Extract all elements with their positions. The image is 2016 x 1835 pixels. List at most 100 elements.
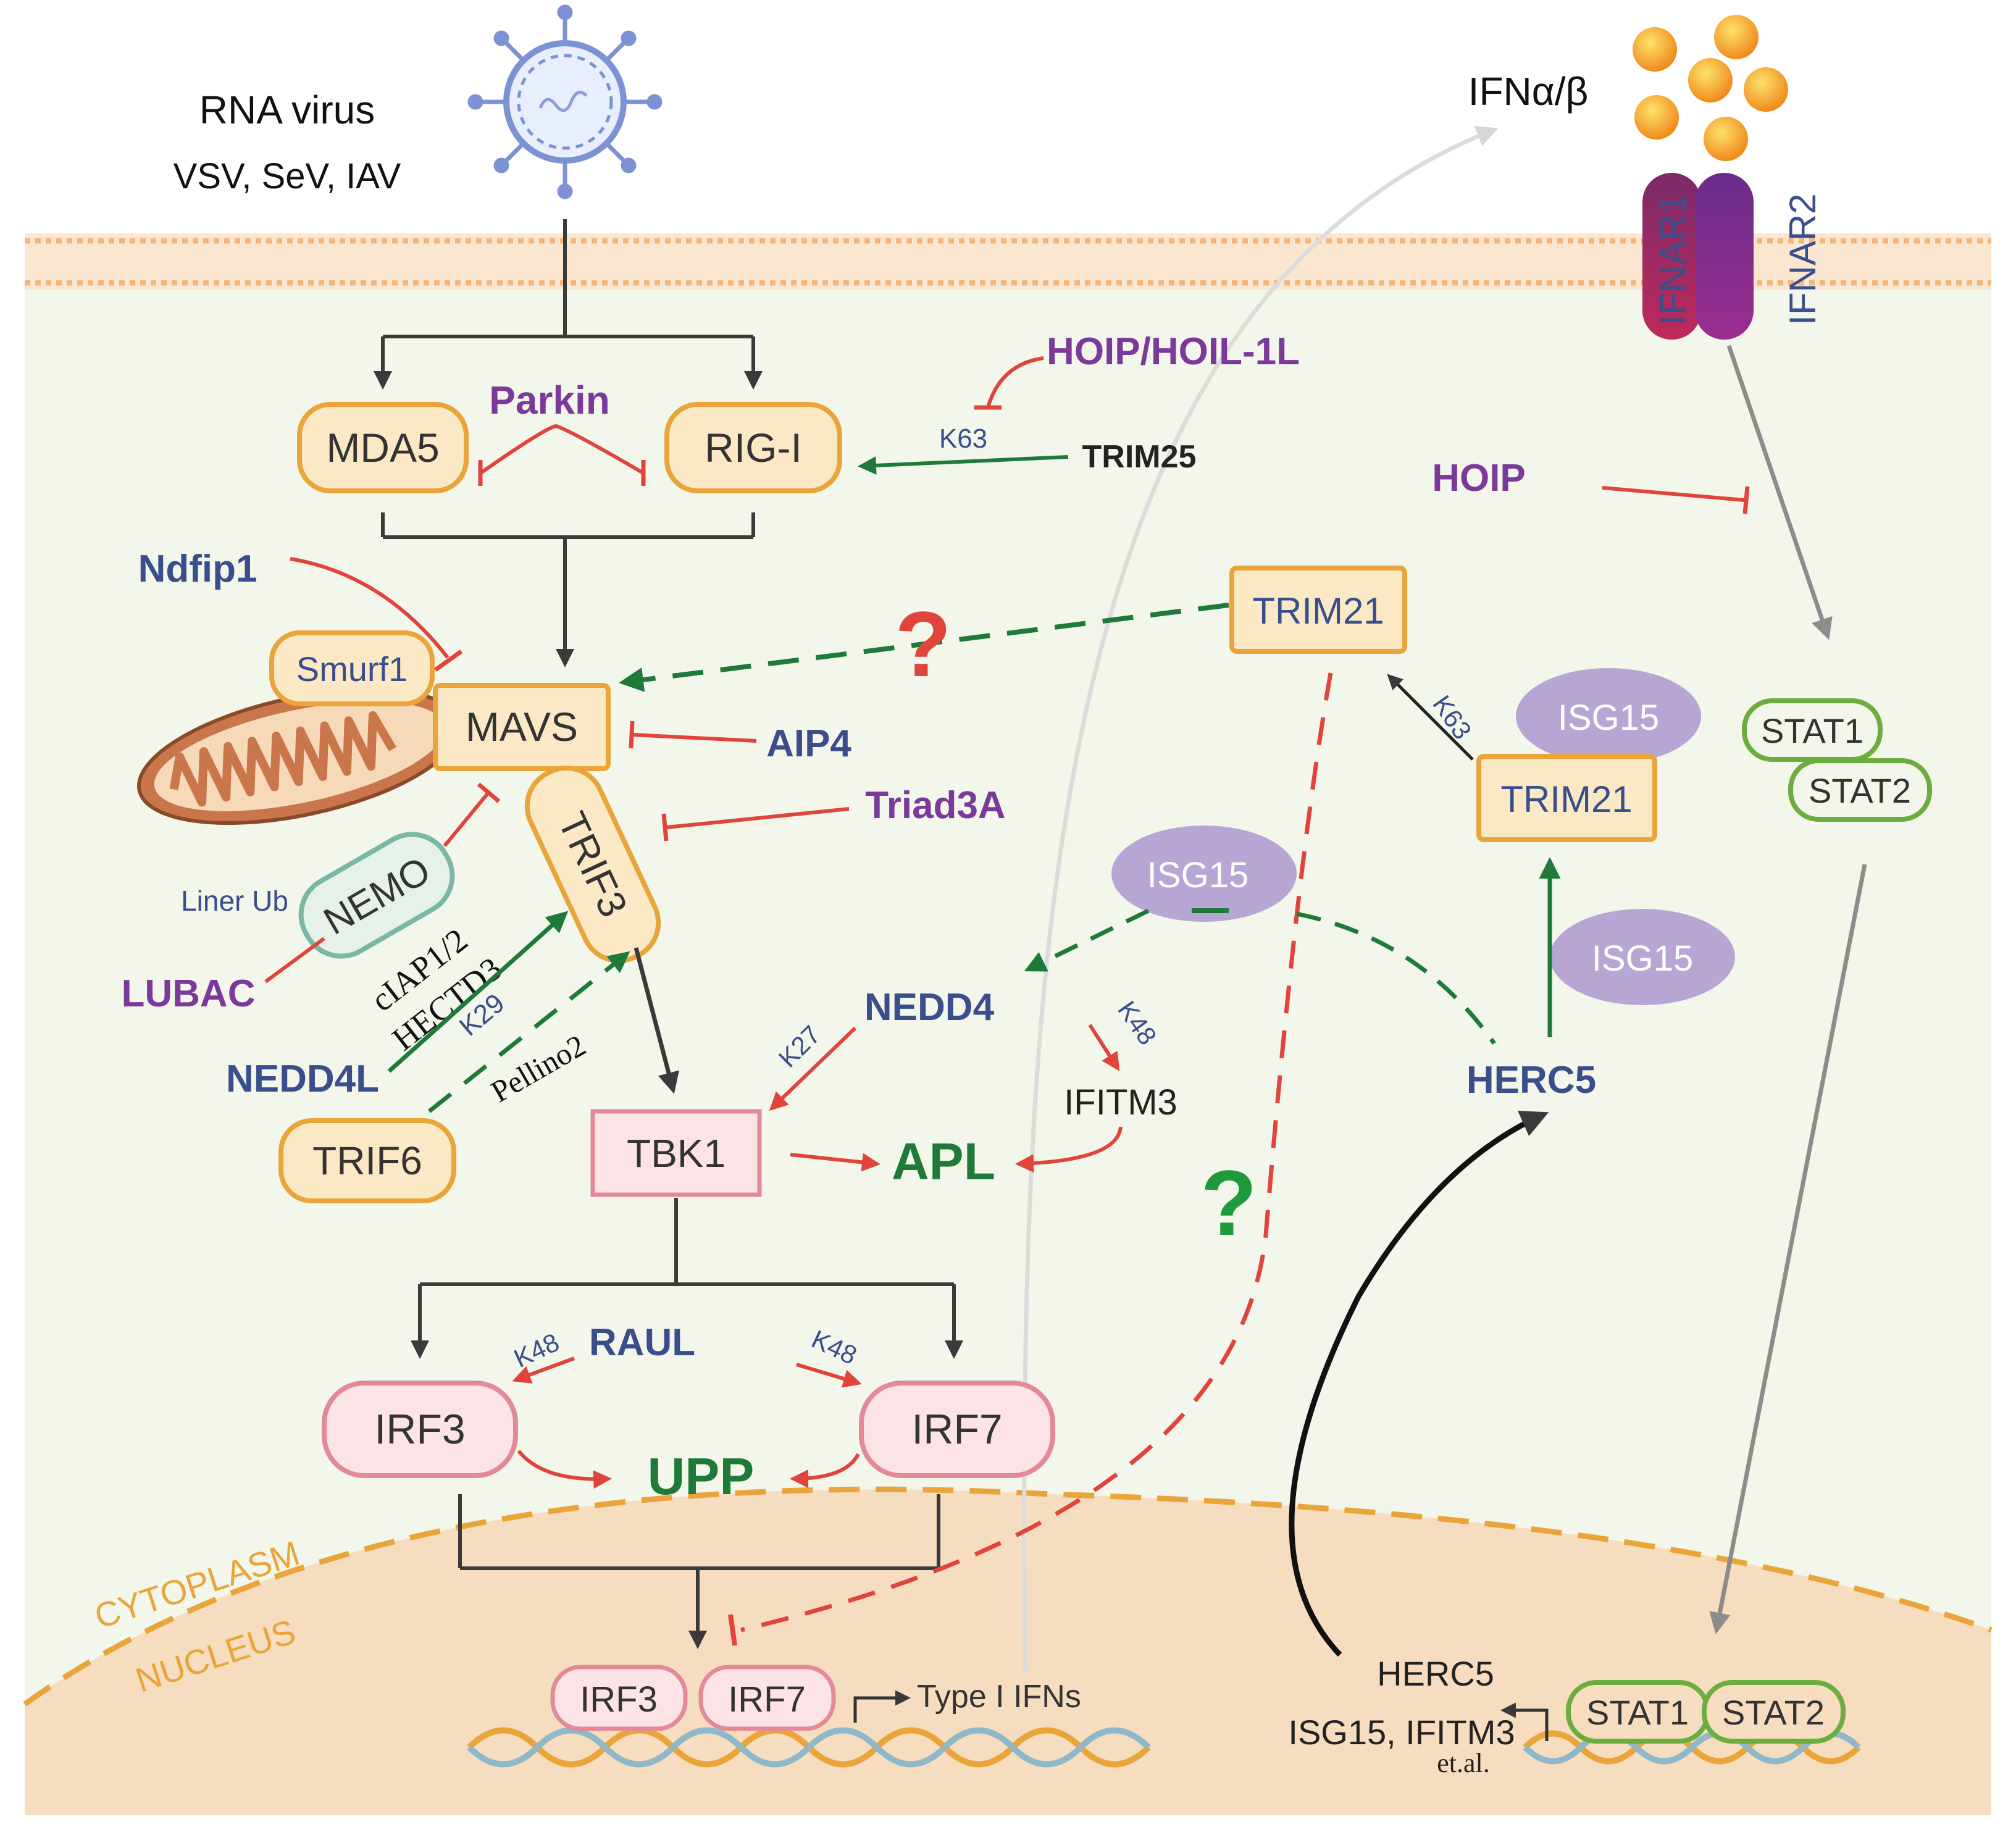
trif6-label: TRIF6 (312, 1139, 422, 1183)
trim21-mid-label: TRIM21 (1500, 779, 1632, 820)
isg15-herc5-dashed-arc (1296, 911, 1496, 1045)
isg15-node-b (1516, 668, 1701, 764)
irf7-label: IRF7 (911, 1406, 1002, 1453)
stat1-nuclear-label: STAT1 (1586, 1693, 1689, 1732)
trif3-to-tbk1-arrow (634, 947, 679, 1094)
nedd4-to-tbk1-arrow (769, 1026, 857, 1111)
ifnar2-label: IFNAR2 (1782, 193, 1823, 325)
question-mark-trim21-mavs: ? (895, 592, 952, 696)
irf7-node (859, 1381, 1055, 1478)
isg15-label-b: ISG15 (1558, 698, 1659, 738)
nedd4-label: NEDD4 (864, 986, 995, 1029)
nedd4l-activation (387, 911, 569, 1073)
smurf1-label: Smurf1 (296, 650, 408, 688)
trim21-mid-node (1476, 754, 1657, 842)
irf3-nuclear-node (550, 1665, 688, 1731)
ndfip1-inhibition (290, 557, 450, 659)
irf3-node (322, 1381, 518, 1478)
raul-to-irf7-arrow (796, 1363, 862, 1388)
ifn-secretion-arrow (1022, 125, 1499, 1674)
nemo-inhibition (443, 792, 490, 847)
tbk1-label: TBK1 (627, 1131, 726, 1176)
stat2-cyto-node (1788, 758, 1932, 822)
question-mark-trim21-nucleus: ? (1200, 1151, 1257, 1255)
rigi-node (664, 402, 842, 493)
triad3a-inhibition (666, 807, 850, 829)
isg15-label-a: ISG15 (1147, 855, 1248, 895)
rigi-label: RIG-I (705, 425, 802, 470)
stat-to-nucleus-arrow (1709, 864, 1867, 1634)
aip4-bar (629, 721, 635, 749)
trif6-node (278, 1118, 456, 1203)
nedd4-to-ifitm3-arrow (1088, 1024, 1120, 1072)
hoip-label: HOIP (1432, 457, 1526, 500)
ifn-label: IFNα/β (1468, 69, 1589, 114)
isg15-node-a (1111, 826, 1297, 922)
nedd4l-label: NEDD4L (226, 1058, 379, 1100)
aip4-label: AIP4 (766, 722, 851, 765)
isg15-label-c: ISG15 (1592, 938, 1693, 979)
raul-to-irf3-arrow (512, 1356, 575, 1384)
etal-label: et.al. (1437, 1748, 1490, 1778)
mavs-label: MAVS (466, 704, 578, 750)
trim21-nuclear-inhibition (740, 672, 1333, 1632)
lubac-label: LUBAC (122, 972, 256, 1015)
nuclear-envelope (23, 1486, 1993, 1707)
isgs-label: ISG15, IFITM3 (1288, 1713, 1515, 1752)
parkin-inhibition (480, 424, 643, 474)
irf7-nuclear-node (698, 1665, 836, 1731)
stat2-cyto-label: STAT2 (1809, 771, 1911, 810)
nemo-bar (477, 782, 501, 803)
trim21-mid-to-top-arrow (1387, 674, 1474, 761)
stat2-nuclear-label: STAT2 (1722, 1693, 1825, 1732)
trim21-nuclear-bar (728, 1614, 737, 1646)
trim21-to-mavs-dashed (619, 603, 1229, 692)
trim25-label: TRIM25 (1082, 439, 1197, 475)
apl-label: APL (892, 1132, 995, 1190)
mda5-label: MDA5 (326, 425, 439, 470)
aip4-inhibition (632, 733, 757, 743)
ifitm3-to-apl-arrow (1015, 1126, 1123, 1173)
virus-label: RNA virus (199, 88, 375, 132)
isg-transcription-arrow (1500, 1702, 1549, 1741)
smurf1-node (269, 630, 435, 706)
triad3a-label: Triad3A (865, 784, 1005, 827)
hoip-bar (1742, 486, 1750, 514)
stat1-cyto-label: STAT1 (1761, 711, 1863, 750)
type1-ifn-transcription-arrow (853, 1690, 911, 1723)
liner-ub-label: Liner Ub (181, 885, 288, 917)
tbk1-to-irf-arrows (411, 1198, 963, 1359)
dna-right-icon (1523, 1730, 1861, 1765)
parkin-label: Parkin (489, 378, 610, 422)
virus-to-sensors-arrows (374, 219, 763, 390)
ndfip1-bar (433, 650, 463, 672)
trim21-top-node (1229, 566, 1407, 654)
irf7-nuclear-label: IRF7 (728, 1679, 806, 1720)
isg15-node-c (1550, 909, 1735, 1005)
tbk1-node (590, 1109, 762, 1197)
irfs-to-nucleus-arrows (458, 1494, 940, 1649)
herc5-nucleus-to-cytoplasm-arrow (1289, 1110, 1549, 1657)
isg15-to-nedd4-dashed (1024, 908, 1150, 972)
virus-icon (467, 4, 663, 199)
hoip-inhibition (1602, 486, 1745, 502)
ifnar1-label: IFNAR1 (1652, 193, 1694, 325)
tbk1-to-apl-arrow (790, 1153, 880, 1172)
ifitm3-label: IFITM3 (1064, 1082, 1177, 1122)
dna-left-icon (467, 1727, 1151, 1768)
irf7-to-upp-arrow (790, 1453, 860, 1488)
irf3-to-upp-arrow (517, 1450, 612, 1489)
k63-rigi-label: K63 (939, 424, 987, 454)
ndfip1-label: Ndfip1 (138, 548, 257, 590)
virus-examples: VSV, SeV, IAV (174, 156, 401, 196)
sensors-to-mavs-arrow (381, 512, 755, 667)
upp-label: UPP (648, 1447, 755, 1505)
hoip-hoil-label: HOIP/HOIL-1L (1047, 330, 1300, 373)
receptor-to-stat-arrow (1726, 345, 1833, 640)
ifnar-receptor (1642, 173, 1754, 340)
mavs-node (433, 683, 611, 771)
trim21-top-label: TRIM21 (1252, 590, 1384, 632)
herc5-nuclear-label: HERC5 (1377, 1654, 1494, 1693)
lubac-to-nemo-line (264, 937, 325, 984)
